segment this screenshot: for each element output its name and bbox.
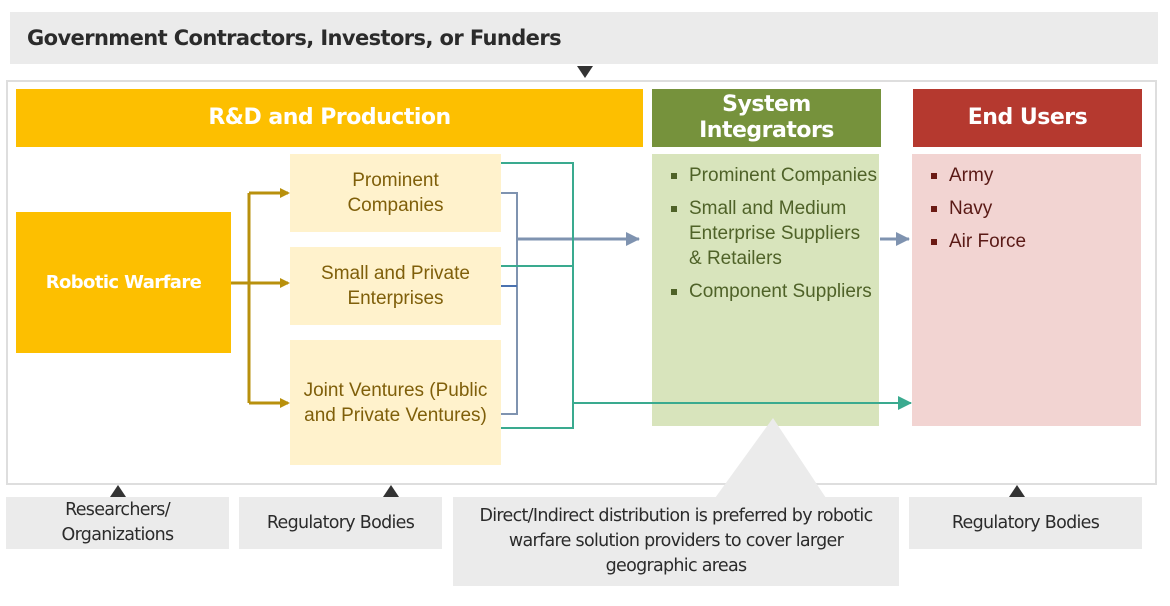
- teal-connector: [501, 162, 912, 429]
- list-item: Air Force: [912, 229, 1141, 254]
- rd-node-small-private-enterprises: Small and Private Enterprises: [290, 247, 501, 325]
- distribution-note-box: Direct/Indirect distribution is preferre…: [453, 497, 899, 586]
- system-integrators-header: System Integrators: [652, 89, 881, 147]
- up-triangle-icon: [383, 485, 399, 497]
- system-integrators-panel: [652, 154, 879, 426]
- up-triangle-icon: [1009, 485, 1025, 497]
- bullet-icon: [931, 206, 937, 212]
- down-triangle-icon: [577, 66, 593, 78]
- up-triangle-icon: [110, 485, 126, 497]
- bullet-icon: [671, 206, 677, 212]
- robotic-warfare-node: Robotic Warfare: [16, 212, 231, 353]
- bullet-icon: [671, 289, 677, 295]
- callout-pointer: [715, 418, 826, 498]
- researchers-organizations-box: Researchers/ Organizations: [6, 497, 229, 549]
- regulatory-bodies-box-left: Regulatory Bodies: [239, 497, 442, 549]
- gold-connector: [231, 188, 290, 408]
- list-item: Prominent Companies: [652, 163, 879, 188]
- system-integrators-list: Prominent Companies Small and Medium Ent…: [652, 163, 879, 312]
- slate-connector: [501, 192, 910, 415]
- list-item: Army: [912, 163, 1141, 188]
- funders-bar: Government Contractors, Investors, or Fu…: [10, 12, 1158, 64]
- list-item: Small and Medium Enterprise Suppliers & …: [652, 196, 879, 271]
- rd-node-prominent-companies: Prominent Companies: [290, 154, 501, 232]
- rd-production-header: R&D and Production: [16, 89, 643, 147]
- list-item: Navy: [912, 196, 1141, 221]
- list-item: Component Suppliers: [652, 279, 879, 304]
- end-users-header: End Users: [913, 89, 1142, 147]
- regulatory-bodies-box-right: Regulatory Bodies: [909, 497, 1142, 549]
- end-users-list: Army Navy Air Force: [912, 163, 1141, 262]
- bullet-icon: [931, 239, 937, 245]
- end-users-panel: [912, 154, 1141, 426]
- bullet-icon: [931, 173, 937, 179]
- rd-node-joint-ventures: Joint Ventures (Public and Private Ventu…: [290, 340, 501, 465]
- bullet-icon: [671, 173, 677, 179]
